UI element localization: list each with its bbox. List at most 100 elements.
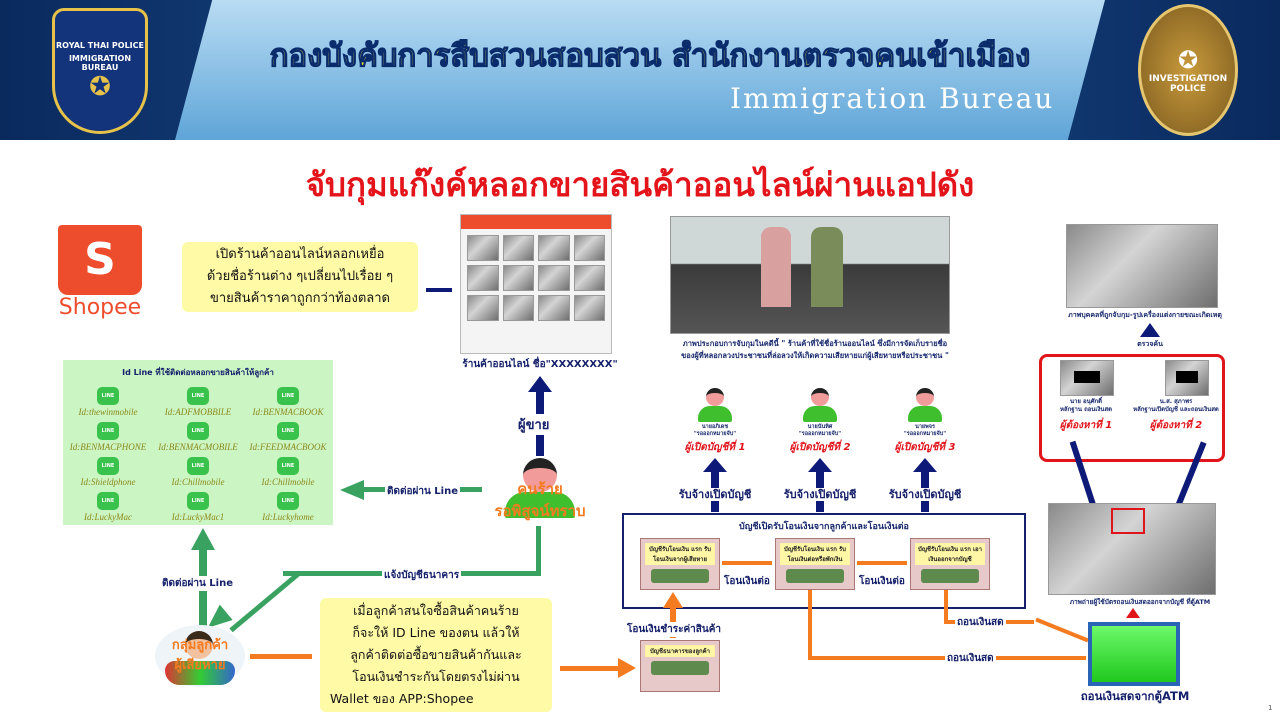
suspect-2-role: ผู้ต้องหาที่ 2 [1149,420,1203,431]
trace-label: ตรวจค้น [1137,340,1163,348]
hire-label-wrap: รับจ้างเปิดบัญชี [875,485,975,503]
opener-note: "รอออกหมายจับ" [798,431,842,437]
account-label: บัญชีรับโอนเงิน แรก เอาเงินออกจากบัญชี [915,543,985,565]
suspect-line: รอพิสูจน์ทราบ [494,502,586,520]
line-app-icon: LINE [187,492,209,510]
hire-label-wrap: รับจ้างเปิดบัญชี [665,485,765,503]
account-opener-figure [698,388,732,424]
online-shop-screenshot [460,214,612,354]
money-icon [786,569,844,583]
shopee-callout: เปิดร้านค้าออนไลน์หลอกเหยื่อด้วยชื่อร้าน… [182,242,418,312]
line-id-text: Id:FEEDMACBOOK [249,442,327,452]
shopee-bag-icon: S [58,225,142,295]
line-id-text: Id:thewinmobile [78,407,138,417]
opener-name: นายพจร [915,424,935,430]
connector [1038,656,1086,660]
atm-machine-icon [1088,622,1180,686]
account-opener-role: ผู้เปิดบัญชีที่ 3 [894,442,956,453]
line-id-text: Id:Chillmobile [261,477,315,487]
account-label: บัญชีธนาคารของลูกค้า [645,645,715,657]
royal-thai-police-logo: ROYAL THAI POLICE IMMIGRATION BUREAU✪ [52,8,148,134]
connector [808,656,1038,660]
line-app-icon: LINE [97,492,119,510]
line-app-icon: LINE [187,387,209,405]
arrow-up-icon [808,458,832,472]
line-app-icon: LINE [277,457,299,475]
suspect-name: นาย อนุศักดิ์ [1069,398,1103,405]
customer-account-card: บัญชีธนาคารของลูกค้า [640,640,720,692]
arrow-up-icon [191,528,215,550]
account-opener-figure [908,388,942,424]
account-label: บัญชีรับโอนเงิน แรก รับโอนเงินจากผู้เสีย… [645,543,715,565]
arrow-up-icon [1140,323,1160,337]
line-app-icon: LINE [187,457,209,475]
account-label: บัญชีรับโอนเงิน แรก รับโอนเงินต่อหรือพัก… [780,543,850,565]
connector [1035,617,1089,643]
suspect-2-info: น.ส. สุภาพรหลักฐานเปิดบัญชี และถอนเงินสด [1130,398,1222,414]
arrested-suspects-box [1039,354,1225,462]
atm-photo-caption: ภาพถ่ายผู้ใช้บัตรถอนเงินสดออกจากบัญชี ที… [1069,598,1211,606]
account-opener-role: ผู้เปิดบัญชีที่ 2 [789,442,851,453]
line-id-text: Id:BENMACPHONE [69,442,147,452]
evidence-caption: ภาพประกอบการจับกุมในคดีนี้ " ร้านค้าที่ใ… [610,338,1020,362]
line-app-icon: LINE [97,387,119,405]
withdraw-label: ถอนเงินสด [945,651,996,666]
suspect-2-photo [1165,360,1209,396]
seller-label: ผู้ขาย [518,414,550,435]
customer-group-label: กลุ่มลูกค้าผู้เสียหาย [150,636,250,676]
line-id-panel: Id Line ที่ใช้ติดต่อหลอกขายสินค้าให้ลูกค… [63,360,333,525]
suspect-note: หลักฐาน ถอนเงินสด [1059,406,1113,413]
shopee-logo: S Shopee [45,215,155,335]
line-id-text: Id:BENMACMOBILE [158,442,238,452]
money-icon [651,569,709,583]
line-id-text: Id:Luckyhome [262,512,314,522]
evidence-photo [670,216,950,334]
connector [857,561,907,565]
line-app-icon: LINE [97,422,119,440]
connector [536,526,541,574]
page-number: 1 [1268,704,1273,712]
line-id-text: Id:Chillmobile [171,477,225,487]
account-opener-info: นายอภิเดช"รอออกหมายจับ" [665,424,765,438]
explain-line: ลูกค้าติดต่อซื้อขายสินค้ากันและ [350,647,522,662]
logo-text: IMMIGRATION BUREAU [68,53,132,72]
opener-name: นายนันทิศ [807,424,833,430]
arrow-left-icon [340,480,364,500]
pay-label: โอนเงินชำระค่าสินค้า [625,622,724,637]
arrest-scene-photo [1066,224,1218,308]
hire-label-wrap: รับจ้างเปิดบัญชี [770,485,870,503]
account-card-1: บัญชีรับโอนเงิน แรก รับโอนเงินจากผู้เสีย… [640,538,720,590]
header-subtitle: Immigration Bureau [730,82,1055,115]
explain-line: โอนเงินชำระกันโดยตรงไม่ผ่าน [352,669,520,684]
caption-line: ของผู้ที่หลอกลวงประชาชนที่ล่อลวงให้เกิดค… [681,351,949,360]
bank-info-label: แจ้งบัญชีธนาคาร [382,568,462,583]
customer-group-figure [155,625,245,687]
arrow-up-icon [913,458,937,472]
contact-line-label: ติดต่อผ่าน Line [160,576,235,591]
shopee-wordmark: Shopee [58,295,142,320]
connector [426,288,452,292]
money-icon [651,661,709,675]
logo-text: ROYAL THAI POLICE [56,40,144,50]
account-opener-info: นายนันทิศ"รอออกหมายจับ" [770,424,870,438]
line-id-text: Id:LuckyMac1 [171,512,225,522]
line-panel-title: Id Line ที่ใช้ติดต่อหลอกขายสินค้าให้ลูกค… [122,368,274,377]
emblem-icon: ✪ [89,71,111,102]
opener-name: นายอภิเดช [701,424,729,430]
explain-line: Wallet ของ APP:Shopee [330,691,474,706]
explanation-box: เมื่อลูกค้าสนใจซื้อสินค้าคนร้ายก็จะให้ I… [320,598,552,712]
account-opener-figure [803,388,837,424]
line-id-item: LINE Id:BENMACPHONE [63,422,153,452]
line-id-item: LINE Id:LuckyMac1 [153,492,243,522]
emblem-icon: ✪ [1177,46,1199,74]
atm-cctv-photo [1048,503,1216,595]
explain-line: ก็จะให้ ID Line ของตน แล้วให้ [352,625,520,640]
customer-line: ผู้เสียหาย [174,658,226,673]
accounts-box-title: บัญชีเปิดรับโอนเงินจากลูกค้าและโอนเงินต่… [739,522,909,532]
